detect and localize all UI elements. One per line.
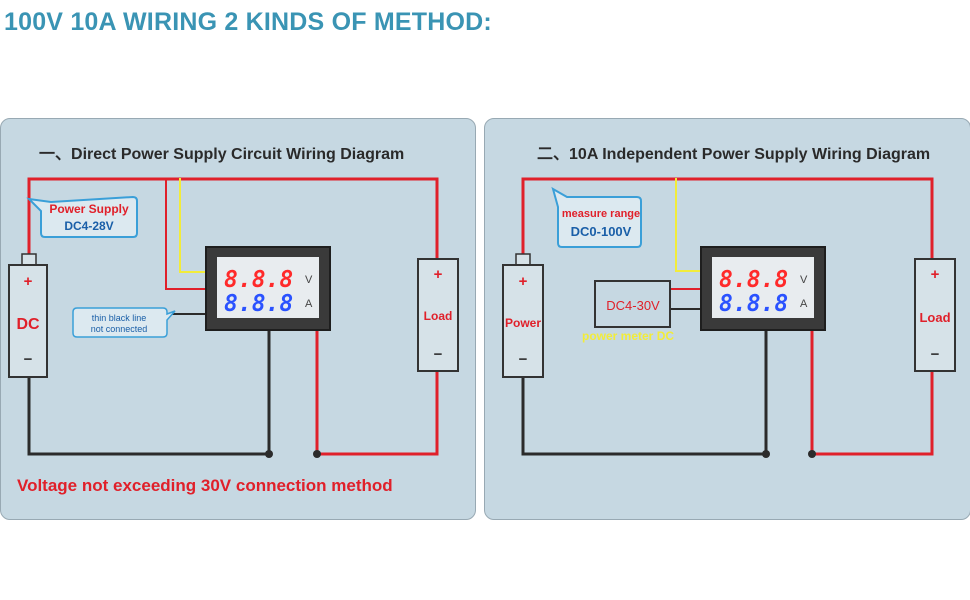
unit-a: A bbox=[800, 298, 808, 310]
red-load-return-wire bbox=[315, 329, 439, 456]
unit-v: V bbox=[800, 274, 808, 286]
load-label: Load bbox=[424, 309, 453, 323]
load-box: + Load − bbox=[417, 258, 459, 372]
load-label: Load bbox=[919, 310, 950, 325]
red-top-wire bbox=[27, 177, 439, 269]
minus-sign: − bbox=[931, 346, 940, 363]
yellow-wire bbox=[179, 178, 210, 273]
aux-dc-supply: DC4-30V power meter DC bbox=[582, 280, 674, 343]
note-line1: thin black line bbox=[92, 313, 147, 323]
plus-sign: + bbox=[434, 266, 443, 283]
junction-black bbox=[265, 450, 273, 458]
diagram-direct-svg: 一、Direct Power Supply Circuit Wiring Dia… bbox=[8, 146, 459, 495]
junction-red bbox=[808, 450, 816, 458]
diagram-independent-svg: 二、10A Independent Power Supply Wiring Di… bbox=[502, 146, 956, 458]
callout-line2: DC4-28V bbox=[64, 219, 113, 233]
bottom-note: Voltage not exceeding 30V connection met… bbox=[17, 476, 393, 495]
aux-supply-caption: power meter DC bbox=[582, 329, 674, 343]
plus-sign: + bbox=[931, 266, 940, 283]
dc-source-battery: + DC − bbox=[8, 253, 48, 378]
volt-amp-meter: 8.8.8 V 8.8.8 A bbox=[700, 246, 826, 331]
plus-sign: + bbox=[24, 273, 33, 290]
black-return-wire bbox=[27, 329, 271, 456]
page-title: 100V 10A WIRING 2 KINDS OF METHOD: bbox=[4, 8, 492, 36]
black-return-wire bbox=[521, 329, 768, 456]
wires bbox=[27, 177, 439, 456]
load-box: + Load − bbox=[914, 258, 956, 372]
source-label: Power bbox=[505, 316, 541, 330]
red-sense-wire bbox=[165, 178, 210, 290]
unit-a: A bbox=[305, 298, 313, 310]
plus-sign: + bbox=[519, 273, 528, 290]
minus-sign: − bbox=[24, 351, 33, 368]
diagram-title: 二、10A Independent Power Supply Wiring Di… bbox=[537, 146, 930, 163]
red-top-wire bbox=[521, 177, 934, 269]
diagram-direct-power-supply: 一、Direct Power Supply Circuit Wiring Dia… bbox=[0, 118, 476, 520]
volt-amp-meter: 8.8.8 V 8.8.8 A bbox=[205, 246, 331, 331]
amp-reading: 8.8.8 bbox=[224, 291, 293, 317]
aux-supply-label: DC4-30V bbox=[606, 298, 660, 313]
volt-reading: 8.8.8 bbox=[719, 267, 788, 293]
volt-reading: 8.8.8 bbox=[224, 267, 293, 293]
measure-range-callout: measure range DC0-100V bbox=[551, 186, 642, 248]
amp-reading: 8.8.8 bbox=[719, 291, 788, 317]
power-source-battery: + Power − bbox=[502, 253, 544, 378]
callout-line1: measure range bbox=[562, 208, 640, 220]
junction-black bbox=[762, 450, 770, 458]
yellow-wire bbox=[675, 178, 704, 272]
unit-v: V bbox=[305, 274, 313, 286]
junction-red bbox=[313, 450, 321, 458]
wires bbox=[521, 177, 934, 456]
note-line2: not connected bbox=[91, 324, 148, 334]
minus-sign: − bbox=[434, 346, 443, 363]
callout-line1: Power Supply bbox=[49, 202, 129, 216]
thin-black-line-note: thin black line not connected bbox=[72, 307, 176, 338]
power-supply-callout: Power Supply DC4-28V bbox=[26, 195, 138, 238]
diagram-title: 一、Direct Power Supply Circuit Wiring Dia… bbox=[39, 146, 404, 163]
red-load-return-wire bbox=[810, 329, 934, 456]
source-label: DC bbox=[16, 316, 40, 333]
callout-line2: DC0-100V bbox=[571, 224, 632, 239]
diagram-independent-power-supply: 二、10A Independent Power Supply Wiring Di… bbox=[484, 118, 970, 520]
minus-sign: − bbox=[519, 351, 528, 368]
